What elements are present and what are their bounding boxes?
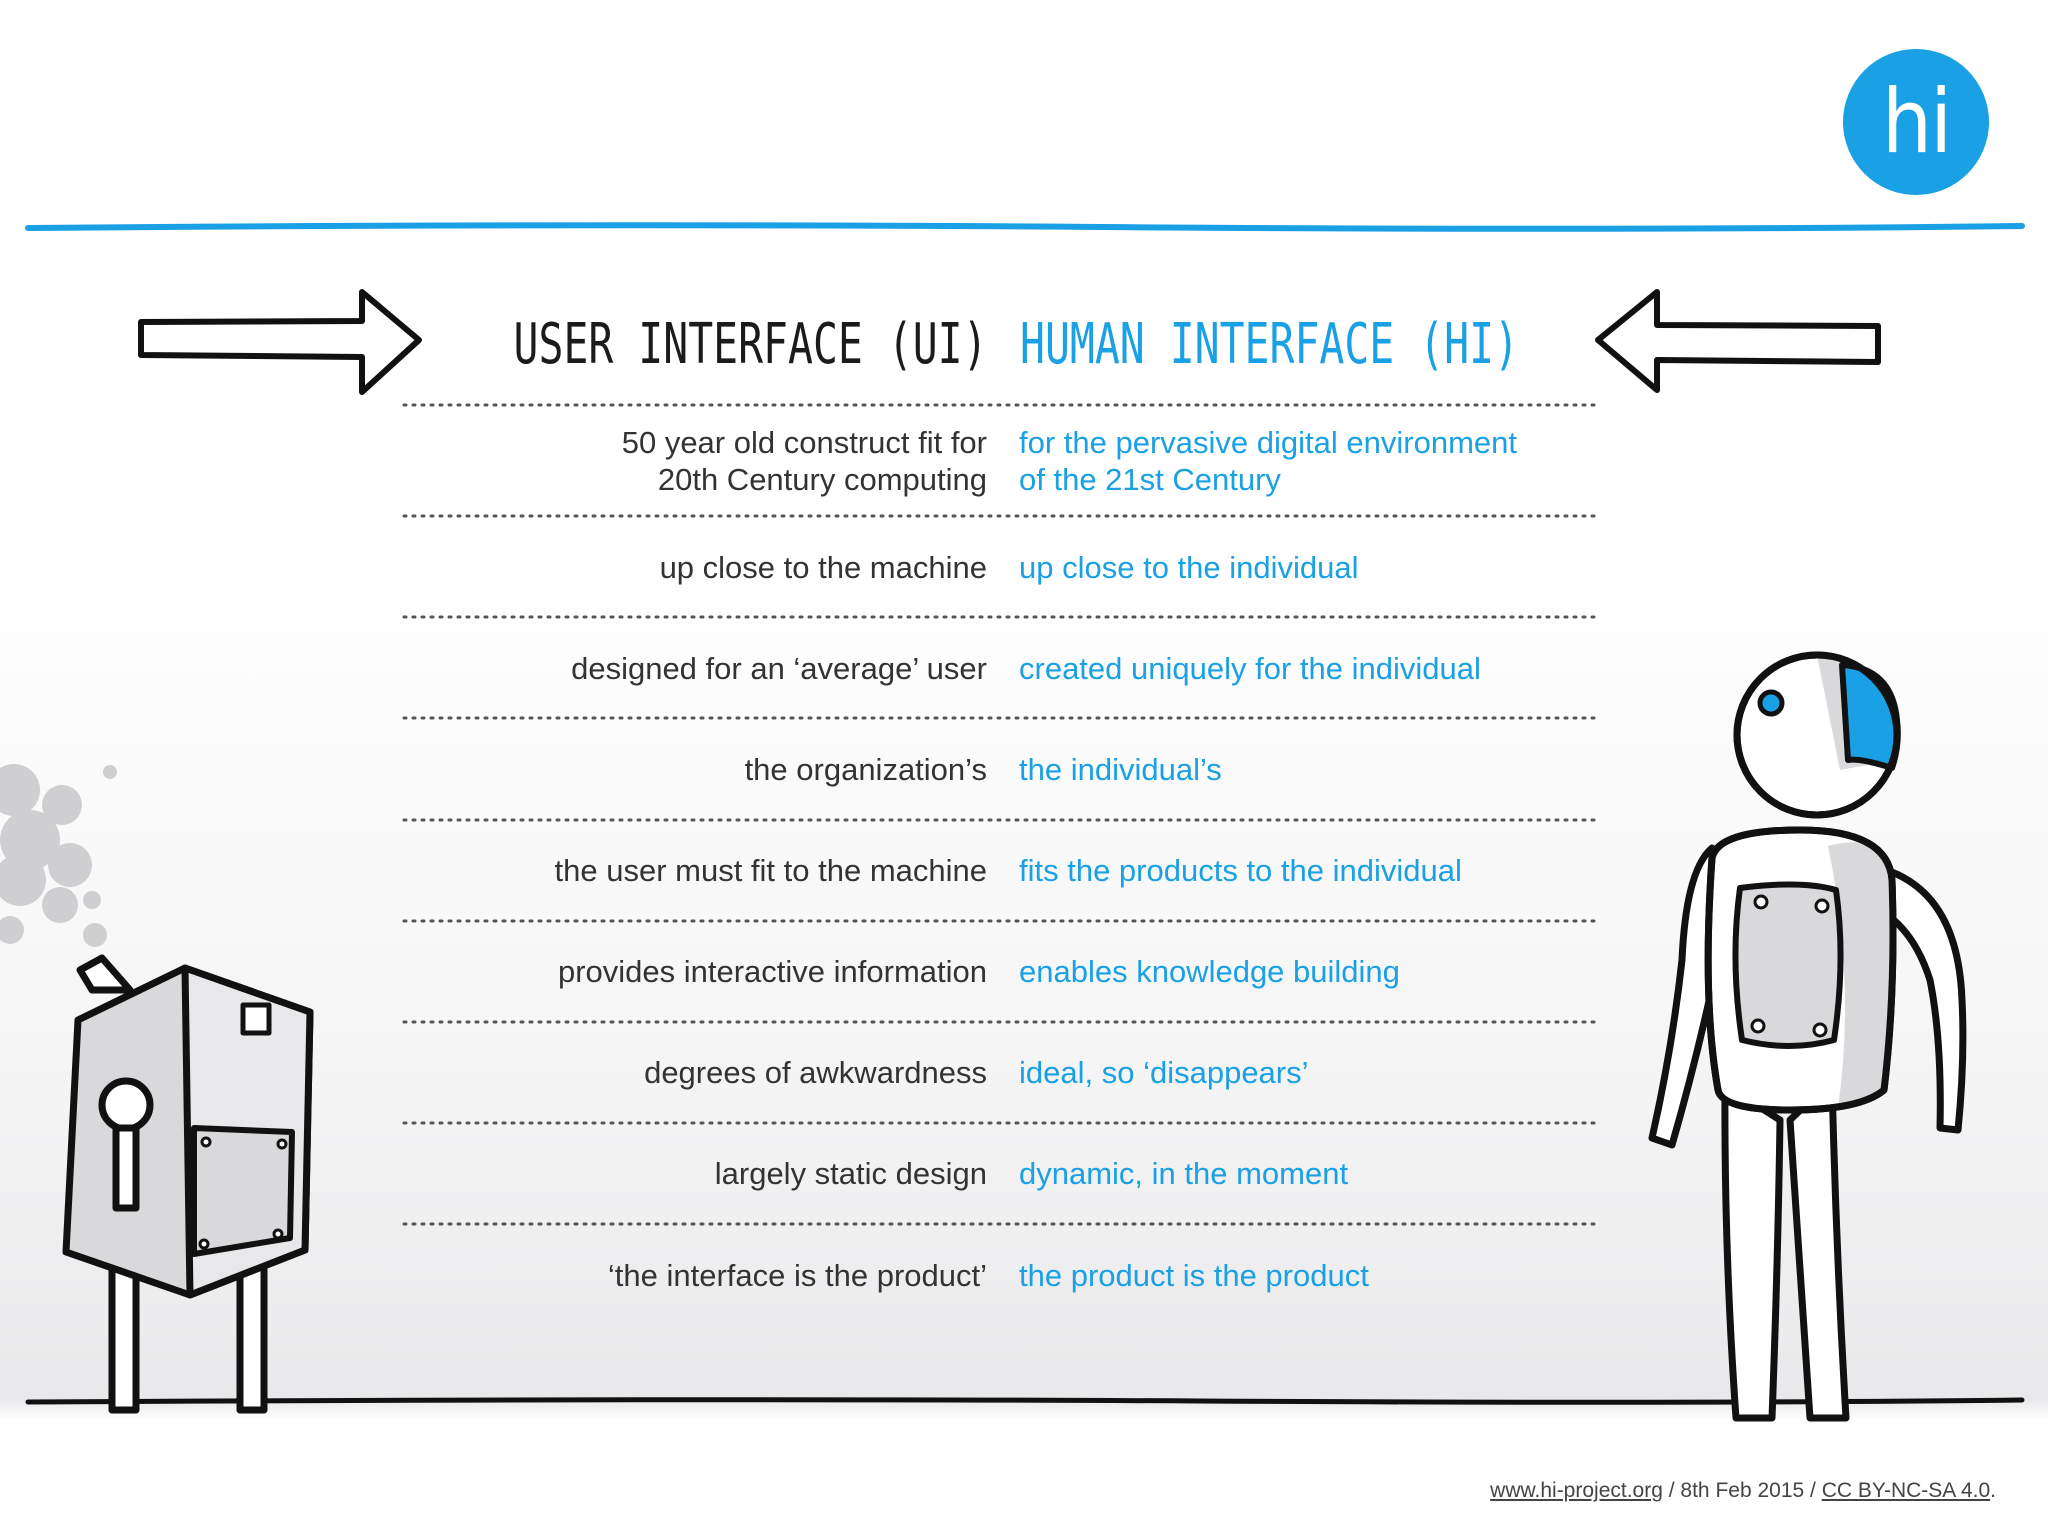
ui-cell: the organization’s: [744, 752, 987, 787]
heading-human-interface: HUMAN INTERFACE (HI): [1020, 312, 1519, 377]
footer-sep: /: [1662, 1479, 1681, 1502]
logo-text: hi: [1881, 70, 1952, 173]
old-machine-robot: [62, 954, 314, 1414]
footer-credit: www.hi-project.org / 8th Feb 2015 / CC B…: [1490, 1479, 1996, 1503]
site-link[interactable]: www.hi-project.org: [1490, 1479, 1663, 1502]
ui-cell: up close to the machine: [659, 550, 987, 585]
hi-cell: the individual’s: [1019, 752, 1222, 787]
steam-cloud: [0, 764, 117, 947]
hi-cell: ideal, so ‘disappears’: [1019, 1055, 1309, 1090]
footer-sep: /: [1804, 1479, 1822, 1502]
human-robot: [1648, 651, 1967, 1422]
hi-cell: the product is the product: [1019, 1258, 1369, 1293]
arrow-right-icon: [138, 289, 422, 395]
license-link[interactable]: CC BY-NC-SA 4.0: [1821, 1479, 1991, 1502]
ui-cell: ‘the interface is the product’: [607, 1258, 987, 1293]
hi-cell: up close to the individual: [1019, 550, 1359, 585]
hi-cell: created uniquely for the individual: [1019, 651, 1481, 686]
row-separators: [402, 403, 1600, 1226]
ui-cell: provides interactive information: [557, 954, 987, 989]
footer-end: .: [1990, 1479, 1996, 1502]
top-divider-line: [25, 222, 2025, 232]
ui-cell: largely static design: [714, 1156, 987, 1191]
footer-date: 8th Feb 2015: [1680, 1479, 1805, 1502]
heading-user-interface: USER INTERFACE (UI): [513, 312, 988, 377]
arrow-left-icon: [1595, 289, 1881, 393]
hi-cell: enables knowledge building: [1019, 954, 1400, 989]
ui-cell: designed for an ‘average’ user: [571, 651, 987, 686]
hi-logo: hi: [1843, 49, 1989, 195]
ui-cell: degrees of awkwardness: [644, 1055, 987, 1090]
hi-cell: dynamic, in the moment: [1019, 1156, 1349, 1191]
ground-line: [25, 1397, 2025, 1405]
ui-cell: the user must fit to the machine: [554, 853, 988, 888]
hi-cell: fits the products to the individual: [1019, 853, 1462, 888]
